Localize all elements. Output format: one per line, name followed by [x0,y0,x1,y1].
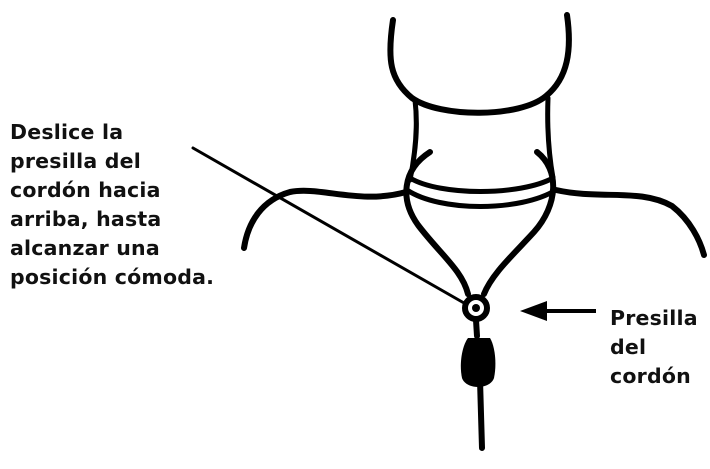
lanyard-cord-left [403,149,471,297]
instruction-pointer-line [191,146,466,305]
instruction-line: cordón hacia [10,178,161,202]
cord-end-bead [460,338,496,387]
instruction-line: alcanzar una [10,236,160,260]
lanyard-cord-tail [477,377,485,451]
instruction-line: presilla del [10,149,141,173]
collar-upper-band [407,175,556,194]
right-shoulder-outline [553,187,707,258]
instruction-line: Deslice la [10,120,124,144]
lanyard-cord-lower [473,317,480,339]
cord-lock-label-line: cordón [610,364,691,388]
part-arrow [520,301,596,321]
cord-lock-label: Presilla del cordón [610,304,698,391]
head-outline [387,12,572,116]
instruction-label: Deslice la presilla del cordón hacia arr… [10,118,214,292]
lanyard-cord-right [481,149,557,297]
instruction-line: arriba, hasta [10,207,162,231]
left-shoulder-outline [241,187,409,251]
cord-lock-label-line: del [610,335,647,359]
cord-lock-label-line: Presilla [610,306,698,330]
instruction-line: posición cómoda. [10,265,215,289]
collar-lower-band [404,187,559,209]
cord-lock-center [472,304,480,312]
